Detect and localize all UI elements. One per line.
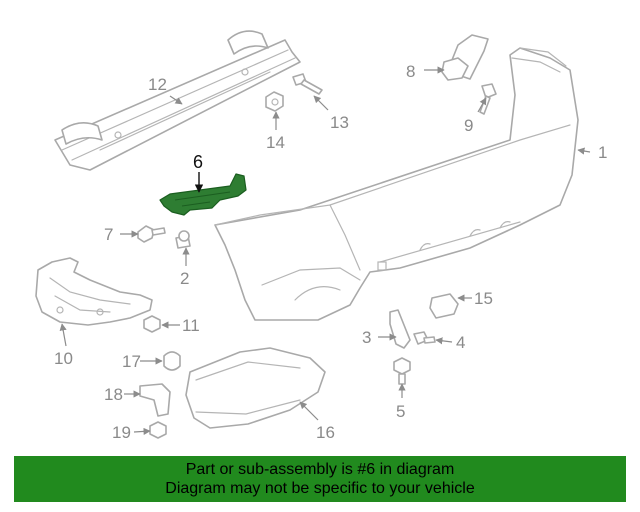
parts-diagram: 1 2 3 4 5 6 7 8 9 10 11 12 13 14 15 16 1…	[35, 30, 607, 442]
part-17-bulb	[163, 351, 181, 371]
callout-12: 12	[148, 75, 167, 94]
banner-line-part-number: Part or sub-assembly is #6 in diagram	[185, 461, 455, 478]
callout-13: 13	[330, 113, 349, 132]
callout-16: 16	[316, 423, 335, 442]
callout-2: 2	[180, 269, 189, 288]
callout-3: 3	[362, 328, 371, 347]
part-8-bracket	[441, 34, 489, 81]
part-5-bolt	[393, 357, 411, 385]
part-19-bolt	[149, 421, 167, 439]
part-6-bracket-highlighted	[159, 173, 247, 216]
part-13-bolt	[292, 73, 323, 95]
part-9-bolt	[479, 83, 497, 115]
part-3-bracket	[389, 309, 411, 349]
callout-18: 18	[104, 385, 123, 404]
part-7-bolt	[137, 225, 166, 243]
callout-7: 7	[104, 225, 113, 244]
part-4-clip	[413, 331, 436, 345]
callout-4: 4	[456, 333, 465, 352]
part-11-bolt	[143, 315, 161, 333]
part-10-side-bracket	[35, 257, 153, 326]
callout-numbers: 1 2 3 4 5 6 7 8 9 10 11 12 13 14 15 16 1…	[54, 62, 607, 442]
callout-leaders	[59, 66, 591, 435]
part-14-nut	[265, 91, 284, 112]
callout-9: 9	[464, 116, 473, 135]
part-18-bracket	[139, 383, 171, 417]
part-1-bumper-cover	[214, 47, 579, 321]
callout-11: 11	[182, 316, 200, 335]
part-12-reinforcement-bar	[54, 30, 301, 171]
callout-8: 8	[406, 62, 415, 81]
banner-line-disclaimer: Diagram may not be specific to your vehi…	[165, 480, 475, 497]
callout-15: 15	[474, 289, 493, 308]
callout-19: 19	[112, 423, 131, 442]
callout-1: 1	[598, 143, 607, 162]
part-15-cover	[429, 293, 459, 319]
part-2-clip	[175, 230, 191, 249]
part-16-lamp	[185, 347, 326, 429]
callout-10: 10	[54, 349, 73, 368]
callout-14: 14	[266, 133, 285, 152]
disclaimer-banner: Part or sub-assembly is #6 in diagram Di…	[14, 456, 626, 502]
callout-17: 17	[122, 352, 141, 371]
callout-6: 6	[193, 152, 203, 172]
callout-5: 5	[396, 402, 405, 421]
